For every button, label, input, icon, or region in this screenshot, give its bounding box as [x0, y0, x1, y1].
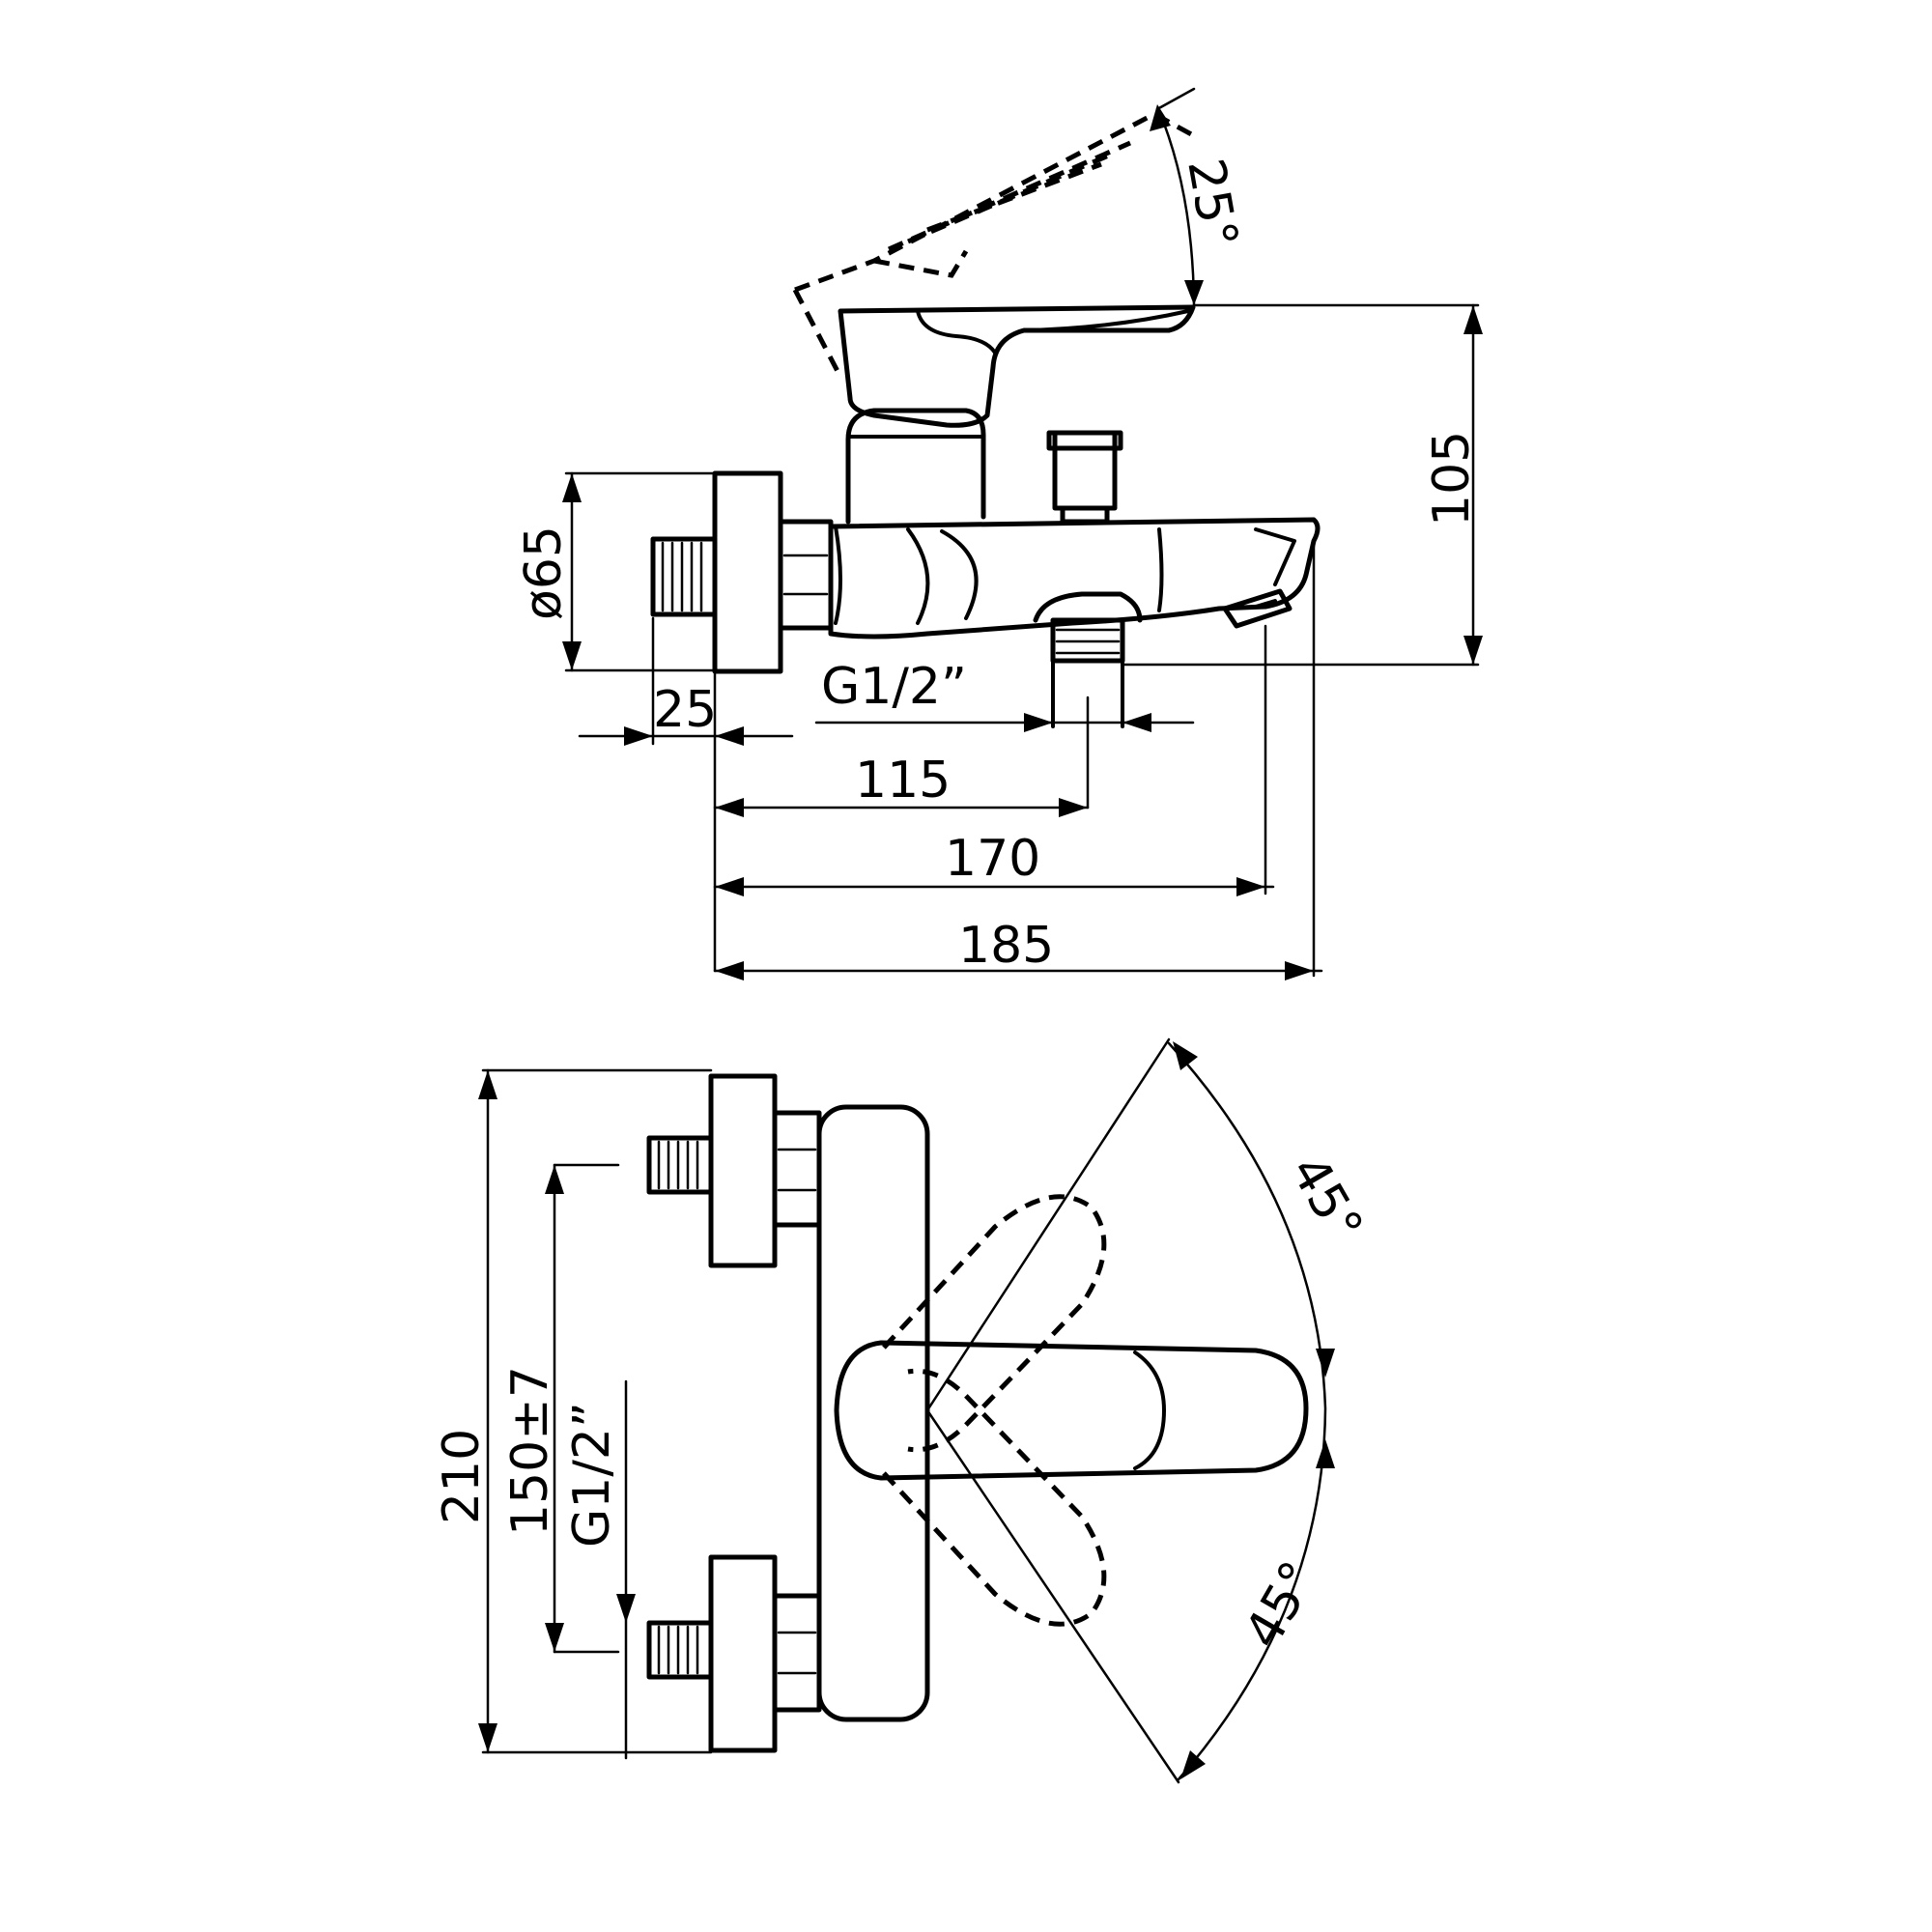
flange-lower: [708, 1554, 778, 1753]
lever-rotated-lower: [882, 1368, 1107, 1627]
aerator: [1222, 588, 1293, 629]
dim-lever-angle: [1150, 87, 1204, 307]
dim-flange: [562, 471, 717, 672]
top-view: 210 150±7 G1/2” 45° 45°: [433, 1037, 1374, 1784]
dim-aerator: [713, 624, 1275, 896]
flange-upper: [708, 1073, 778, 1268]
lever-open-outline: [792, 111, 1195, 379]
label-overall-width: 210: [433, 1429, 491, 1524]
label-wall-depth: 25: [653, 681, 717, 739]
dim-inlet-centers: [545, 1163, 620, 1654]
lever-top: [834, 1340, 1309, 1481]
shower-outlet: [1033, 591, 1143, 728]
diverter-button: [1046, 430, 1123, 525]
label-overall: 185: [958, 917, 1054, 975]
dim-depth: [578, 616, 794, 973]
label-flange-diameter: ø65: [515, 526, 573, 620]
lever-rotated-upper: [882, 1194, 1107, 1453]
dim-overall: [713, 539, 1323, 980]
connector-upper: [646, 1135, 714, 1195]
wall-flange: [712, 470, 783, 674]
label-aerator: 170: [945, 830, 1040, 888]
dim-height: [1121, 303, 1483, 667]
label-angle-lower: 45°: [1234, 1552, 1328, 1659]
dim-thread-outlet: [814, 696, 1195, 810]
dim-inlet-thread: [616, 1379, 636, 1760]
cartridge-housing: [845, 408, 986, 525]
label-thread-outlet: G1/2”: [821, 658, 967, 716]
connector-lower: [646, 1620, 714, 1680]
lever-handle: [838, 304, 1196, 428]
nut-lower: [772, 1593, 822, 1713]
nut-upper: [772, 1110, 822, 1228]
label-outlet: 115: [855, 752, 951, 810]
hex-nut: [778, 519, 834, 631]
side-view: 25° 105 ø65 25 G1/2” 115 170 185: [515, 87, 1483, 980]
dim-lever-rotation: [925, 1037, 1335, 1784]
label-angle-upper: 45°: [1279, 1147, 1374, 1253]
label-lever-angle: 25°: [1176, 155, 1248, 252]
label-inlet-centers: 150±7: [501, 1366, 559, 1536]
threaded-connector: [650, 536, 718, 617]
label-inlet-thread: G1/2”: [563, 1402, 621, 1548]
dim-outlet: [713, 798, 1090, 817]
dim-overall-width: [478, 1068, 713, 1754]
label-height: 105: [1423, 431, 1481, 526]
mixer-body-top: [816, 1104, 930, 1722]
